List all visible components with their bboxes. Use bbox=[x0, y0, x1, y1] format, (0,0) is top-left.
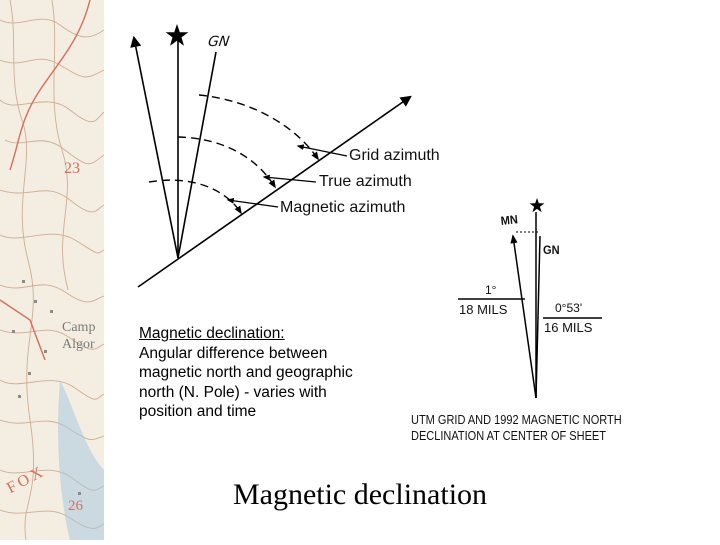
magnetic-azimuth-leader bbox=[226, 197, 279, 208]
sheet-caption-line-1: UTM GRID AND 1992 MAGNETIC NORTH bbox=[411, 413, 622, 427]
map-label-26: 26 bbox=[68, 498, 83, 514]
note-body: Angular difference between magnetic nort… bbox=[139, 344, 353, 421]
gn-label-small: GN bbox=[543, 243, 560, 257]
gn-line bbox=[535, 235, 541, 399]
mn-label: MN bbox=[500, 212, 519, 228]
right-mils-label: 16 MILS bbox=[544, 320, 593, 335]
grid-azimuth-arc bbox=[198, 94, 319, 161]
map-label-23: 23 bbox=[64, 160, 80, 177]
magnetic-azimuth-label: Magnetic azimuth bbox=[280, 199, 406, 216]
map-label-camp: Camp bbox=[62, 320, 96, 335]
grid-north-line bbox=[177, 51, 217, 259]
map-label-algor: Algor bbox=[62, 337, 95, 352]
star-icon bbox=[165, 24, 189, 46]
sheet-caption-line-2: DECLINATION AT CENTER OF SHEET bbox=[411, 429, 606, 443]
true-azimuth-arc bbox=[177, 136, 276, 189]
right-degrees-label: 0°53' bbox=[555, 301, 583, 315]
grid-azimuth-label: Grid azimuth bbox=[349, 147, 440, 164]
mn-line bbox=[510, 234, 537, 399]
page-title: Magnetic declination bbox=[232, 478, 488, 511]
magnetic-azimuth-arc bbox=[148, 179, 242, 215]
left-degrees-label: 1° bbox=[485, 283, 497, 297]
azimuth-direction-line bbox=[137, 95, 412, 288]
left-mils-label: 18 MILS bbox=[459, 302, 508, 317]
declination-note: Magnetic declination: Angular difference… bbox=[139, 324, 379, 422]
magnetic-north-line bbox=[130, 35, 179, 259]
topographic-map-strip: 23 Camp Algor FOX 26 bbox=[0, 0, 105, 541]
true-azimuth-leader bbox=[262, 174, 317, 183]
note-title: Magnetic declination: bbox=[139, 325, 285, 342]
small-star-icon bbox=[529, 198, 545, 213]
true-azimuth-label: True azimuth bbox=[319, 173, 412, 190]
grid-azimuth-leader bbox=[296, 144, 348, 157]
